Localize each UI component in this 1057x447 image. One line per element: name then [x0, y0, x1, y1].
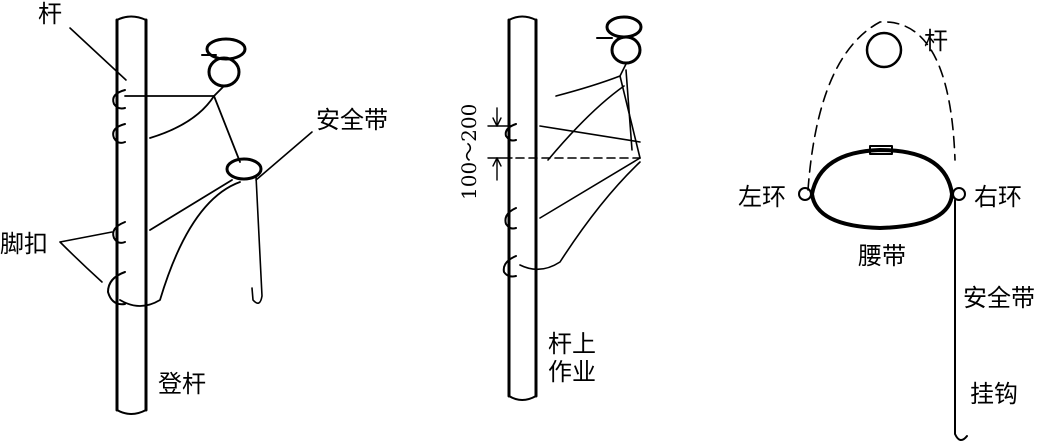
- climber-body: [119, 85, 241, 307]
- label-climbing: 登杆: [158, 370, 206, 398]
- left-ring: [798, 187, 812, 201]
- climbing-spikes: [107, 89, 126, 306]
- belt-buckle: [869, 145, 893, 155]
- label-safety-belt-left: 安全带: [316, 106, 388, 134]
- label-waist-belt: 腰带: [858, 242, 906, 270]
- label-climbing-spikes: 脚扣: [0, 230, 48, 258]
- label-hook: 挂钩: [970, 380, 1018, 408]
- dimension-marker: [487, 107, 513, 181]
- worker-hat: [605, 15, 643, 39]
- safety-belt-ring-left: [225, 157, 263, 181]
- spike-leader-line: [59, 231, 113, 283]
- waist-belt: [810, 148, 954, 230]
- pole-middle: [507, 15, 538, 401]
- climber-hat: [205, 37, 247, 61]
- label-dimension: 100～200: [457, 104, 481, 200]
- pole-cross-section: [865, 31, 903, 69]
- safety-belt-strap-left: [251, 175, 263, 304]
- label-work-line1: 杆上: [548, 330, 596, 358]
- panel-climbing: 杆 脚扣 安全带 登杆: [0, 0, 388, 415]
- worker-head: [610, 35, 642, 65]
- panel-working: 100～200 杆上 作业: [457, 15, 643, 401]
- safety-belt-hook-line: [954, 199, 968, 441]
- label-right-ring: 右环: [974, 183, 1022, 211]
- pole-leader-line: [69, 27, 127, 81]
- right-ring: [952, 187, 966, 201]
- label-safety-belt-right: 安全带: [963, 284, 1035, 312]
- worker-body: [515, 63, 641, 271]
- label-left-ring: 左环: [738, 183, 786, 211]
- pole-left: [115, 15, 148, 415]
- climber-head: [207, 56, 241, 88]
- panel-belt: 杆 左环 右环 腰带 安全带 挂钩: [738, 21, 1035, 441]
- belt-around-pole-dashed: [807, 21, 956, 191]
- label-pole-top-left: 杆: [38, 0, 62, 28]
- label-work-line2: 作业: [548, 358, 596, 386]
- label-pole-right: 杆: [924, 27, 948, 55]
